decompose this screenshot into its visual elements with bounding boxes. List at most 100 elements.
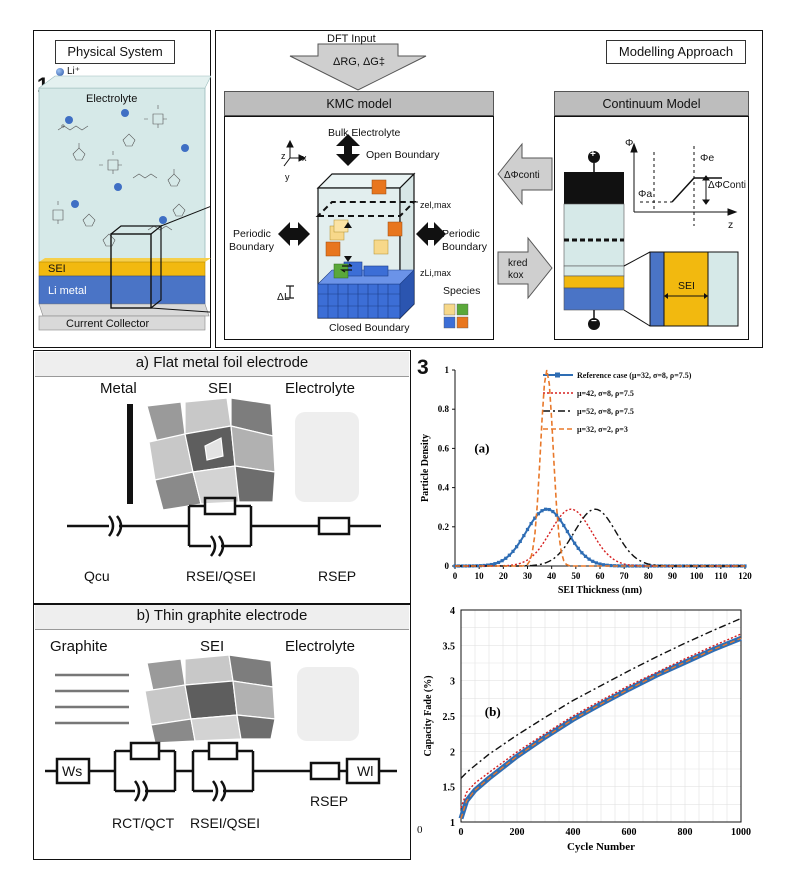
chart-b-series-line [460, 633, 742, 809]
chart-a-x-tick-label: 70 [620, 571, 630, 581]
dft-input-arrow [289, 43, 427, 91]
chart-a-marker [547, 507, 551, 512]
sei-label-b: SEI [200, 638, 225, 655]
electrolyte-label-b: Electrolyte [285, 638, 356, 655]
chart-a-series-line [455, 508, 745, 567]
q-cu-text: Qcu [84, 568, 110, 584]
physical-system-drawing [38, 75, 211, 331]
chart-a-x-label: SEI Thickness (nm) [558, 585, 642, 596]
chart-a-legend-label: μ=52, σ=8, ρ=7.5 [577, 407, 634, 416]
chart-a-marker [569, 535, 573, 540]
q-cu-label: Qcu [84, 568, 110, 584]
closed-boundary-label: Closed Boundary [329, 322, 410, 334]
chart-a-marker [544, 507, 548, 511]
delta-phi-Conti-label: ΔΦConti [708, 180, 747, 191]
chart-a-x-tick-label: 80 [644, 571, 654, 581]
periodic-boundary-left-line1: Periodic [233, 228, 271, 240]
chart-b-y-tick-label: 4 [450, 606, 455, 617]
species-label: Species [443, 285, 481, 297]
r-sep-text-a: RSEP [318, 568, 357, 584]
chart-a-y-label: Particle Density [420, 434, 431, 502]
periodic-boundary-right-line1: Periodic [442, 228, 480, 240]
chart-b-series-line [460, 617, 742, 779]
chart-a-marker [525, 527, 530, 532]
chart-a-x-tick-label: 100 [690, 571, 704, 581]
coupling-arrows [497, 142, 553, 300]
chart-a-x-tick-label: 50 [571, 571, 581, 581]
axis-z-label: z [281, 151, 286, 161]
chart-a-y-tick-label: 1 [445, 365, 450, 375]
chart-a-marker [504, 556, 508, 560]
kmc-model-header: KMC model [224, 91, 494, 116]
bottom-stray-zero: 0 [417, 824, 423, 836]
chart-a-x-tick-label: 120 [738, 571, 752, 581]
chart-a-marker [518, 539, 522, 543]
z-el-max-label: zel,max [420, 200, 452, 210]
chart-a-y-tick-label: 0 [445, 561, 450, 571]
chart-a-series-line [455, 369, 745, 567]
z-axis-label: z [728, 219, 734, 231]
w-s-text: Ws [62, 763, 83, 779]
open-boundary-label: Open Boundary [366, 149, 440, 161]
chart-a-marker [551, 509, 555, 514]
chart-a-marker [649, 564, 653, 568]
chart-a-marker [515, 545, 519, 549]
r-ct-q-ct-text: RCT/QCT [112, 815, 175, 831]
chart-a-marker [681, 564, 685, 568]
k-ox-label: kox [508, 270, 524, 281]
chart-b-frame [460, 609, 742, 823]
chart-b-x-tick-label: 400 [566, 827, 581, 838]
chart-a-marker [500, 559, 504, 563]
kmc-cube-drawing [278, 134, 469, 329]
chart-a-x-tick-label: 90 [668, 571, 678, 581]
sei-magnified-label: SEI [678, 280, 695, 292]
chart-b-x-tick-label: 1000 [731, 827, 751, 838]
panel-number-3: 3 [417, 356, 429, 379]
chart-a-marker [558, 518, 562, 522]
chart-a-marker [656, 564, 660, 568]
periodic-boundary-right-line2: Boundary [442, 241, 487, 253]
continuum-drawing [563, 142, 739, 330]
graphite-schematic [45, 654, 397, 802]
chart-a-marker [554, 513, 559, 517]
chart-a-marker [562, 523, 566, 528]
chart-a-x-tick-label: 20 [499, 571, 509, 581]
phi-a-label: Φa [638, 188, 653, 200]
chart-a-panel-label: (a) [474, 440, 489, 455]
chart-b-x-tick-label: 600 [622, 827, 637, 838]
chart-a-marker [616, 564, 620, 568]
graphite-title: b) Thin graphite electrode [136, 607, 308, 624]
chart-b-x-tick-label: 800 [678, 827, 693, 838]
eis-panel-divider [33, 603, 411, 605]
chart-a-x-tick-label: 110 [714, 571, 728, 581]
chart-a-marker [507, 553, 511, 557]
chart-a-x-tick-label: 0 [453, 571, 458, 581]
current-collector-label: Current Collector [66, 318, 150, 330]
chart-a-y-tick-label: 0.4 [438, 483, 450, 493]
chart-a-marker [522, 533, 526, 538]
modelling-approach-title: Modelling Approach [606, 40, 746, 64]
chart-a-marker [533, 516, 537, 520]
r-sei-q-sei-label-a: RSEI/QSEI [186, 568, 256, 584]
chart-a-marker [641, 564, 646, 568]
chart-a-legend-label: μ=32, σ=2, ρ=3 [577, 425, 628, 434]
r-ct-q-ct-label: RCT/QCT [112, 815, 174, 831]
chart-b-y-tick-label: 3.5 [443, 641, 456, 652]
chart-a-marker [486, 563, 490, 567]
chart-a-marker [496, 560, 501, 565]
chart-a-marker [602, 563, 606, 567]
chart-a-marker [489, 562, 493, 567]
chart-b-y-tick-label: 2 [450, 747, 455, 758]
electrolyte-label: Electrolyte [86, 93, 138, 105]
chart-a-marker [565, 529, 569, 534]
chart-a-marker [536, 512, 540, 516]
continuum-model-box [554, 116, 749, 340]
w-l-label: Wl [357, 763, 373, 779]
chart-a-series-line [455, 508, 745, 567]
chart-a-x-tick-label: 30 [523, 571, 533, 581]
chart-a-x-tick-label: 40 [547, 571, 557, 581]
r-sei-q-sei-text-b: RSEI/QSEI [190, 815, 261, 831]
delta-l-label: ΔL [277, 291, 290, 303]
phi-axis-label: Φ [625, 137, 634, 149]
